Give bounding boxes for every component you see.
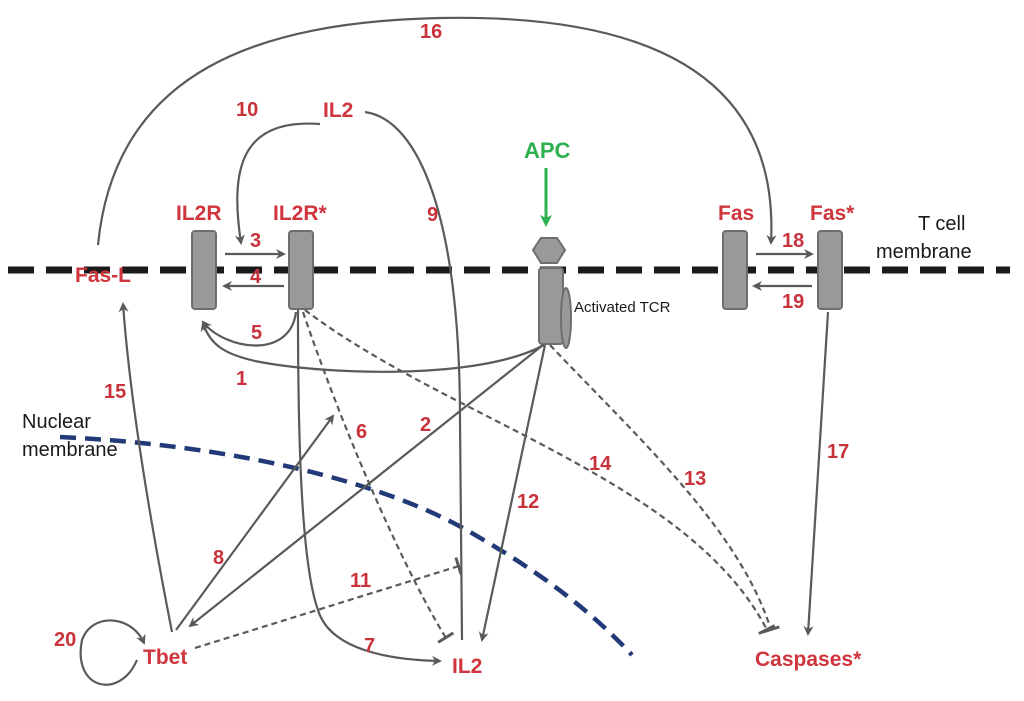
edge-13 [549, 344, 780, 634]
edge-number-1: 1 [236, 368, 247, 390]
node-il2-top: IL2 [323, 99, 353, 122]
edge-number-12: 12 [517, 491, 539, 513]
fas-active-receptor [817, 230, 843, 310]
label-activated-tcr: Activated TCR [574, 299, 671, 316]
fas-receptor [722, 230, 748, 310]
label-nuclear-membrane-1: Nuclear [22, 411, 91, 433]
edge-9 [364, 110, 464, 641]
node-caspases: Caspases* [755, 648, 862, 671]
edge-number-9: 9 [427, 204, 438, 226]
il2r-active-receptor [288, 230, 314, 310]
edge-number-16: 16 [420, 21, 442, 43]
tcr-hexagon [531, 237, 567, 264]
edge-number-3: 3 [250, 230, 261, 252]
node-apc: APC [524, 138, 571, 163]
edge-number-19: 19 [782, 291, 804, 313]
edge-7 [296, 309, 442, 666]
node-tbet: Tbet [143, 646, 187, 669]
edge-20 [79, 619, 146, 686]
edge-6 [301, 311, 455, 644]
edge-number-20: 20 [54, 629, 76, 651]
edge-8 [175, 414, 335, 631]
edge-number-6: 6 [356, 421, 367, 443]
edge-14 [304, 309, 776, 636]
edge-2 [188, 344, 544, 628]
edge-12 [478, 344, 547, 642]
edge-number-17: 17 [827, 441, 849, 463]
edge-number-2: 2 [420, 414, 431, 436]
node-il2r-active: IL2R* [273, 202, 328, 225]
edge-number-18: 18 [782, 230, 804, 252]
edge-15 [118, 302, 174, 633]
label-t-cell-membrane-2: membrane [876, 241, 972, 263]
node-fas-active: Fas* [810, 202, 855, 225]
edge-number-14: 14 [589, 453, 612, 475]
edge-17 [803, 311, 830, 636]
tcr-receptor [538, 267, 564, 345]
edge-1 [200, 321, 545, 373]
edge-number-4: 4 [250, 266, 262, 288]
edge-11 [194, 557, 463, 650]
edge-5 [201, 311, 298, 347]
node-fasl: Fas-L [75, 264, 131, 287]
edge-10 [234, 122, 321, 245]
node-il2r: IL2R [176, 202, 222, 225]
edge-number-11: 11 [350, 570, 371, 592]
edge-number-15: 15 [104, 381, 126, 403]
nuclear-membrane [59, 434, 634, 657]
edge-16 [96, 16, 777, 246]
label-t-cell-membrane-1: T cell [918, 213, 965, 235]
il2r-receptor [191, 230, 217, 310]
edge-number-5: 5 [251, 322, 262, 344]
edge-number-7: 7 [364, 635, 375, 657]
node-il2-bottom: IL2 [452, 655, 482, 678]
edge-number-8: 8 [213, 547, 224, 569]
label-nuclear-membrane-2: membrane [22, 439, 118, 461]
edge-number-13: 13 [684, 468, 706, 490]
edge-number-10: 10 [236, 99, 258, 121]
node-fas: Fas [718, 202, 754, 225]
tcr-side-ellipse [560, 287, 572, 349]
